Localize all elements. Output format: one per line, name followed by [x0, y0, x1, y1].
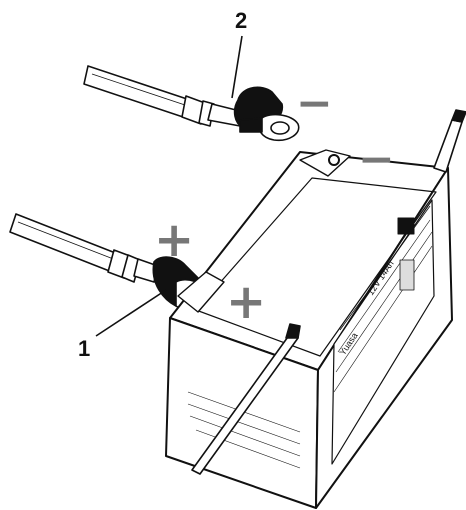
negative-cable	[83, 65, 300, 142]
callout-number-2: 2	[235, 8, 248, 33]
leader-line-2	[231, 35, 243, 99]
battery-negative-sign: −	[358, 134, 395, 185]
cable-positive-sign: +	[154, 212, 195, 268]
battery-positive-sign: +	[226, 274, 267, 330]
leader-line-1	[95, 289, 167, 337]
hold-down-rods	[191, 109, 466, 475]
cable-negative-sign: −	[296, 78, 333, 129]
leader-lines	[95, 35, 243, 337]
callout-number-1: 1	[78, 336, 91, 361]
